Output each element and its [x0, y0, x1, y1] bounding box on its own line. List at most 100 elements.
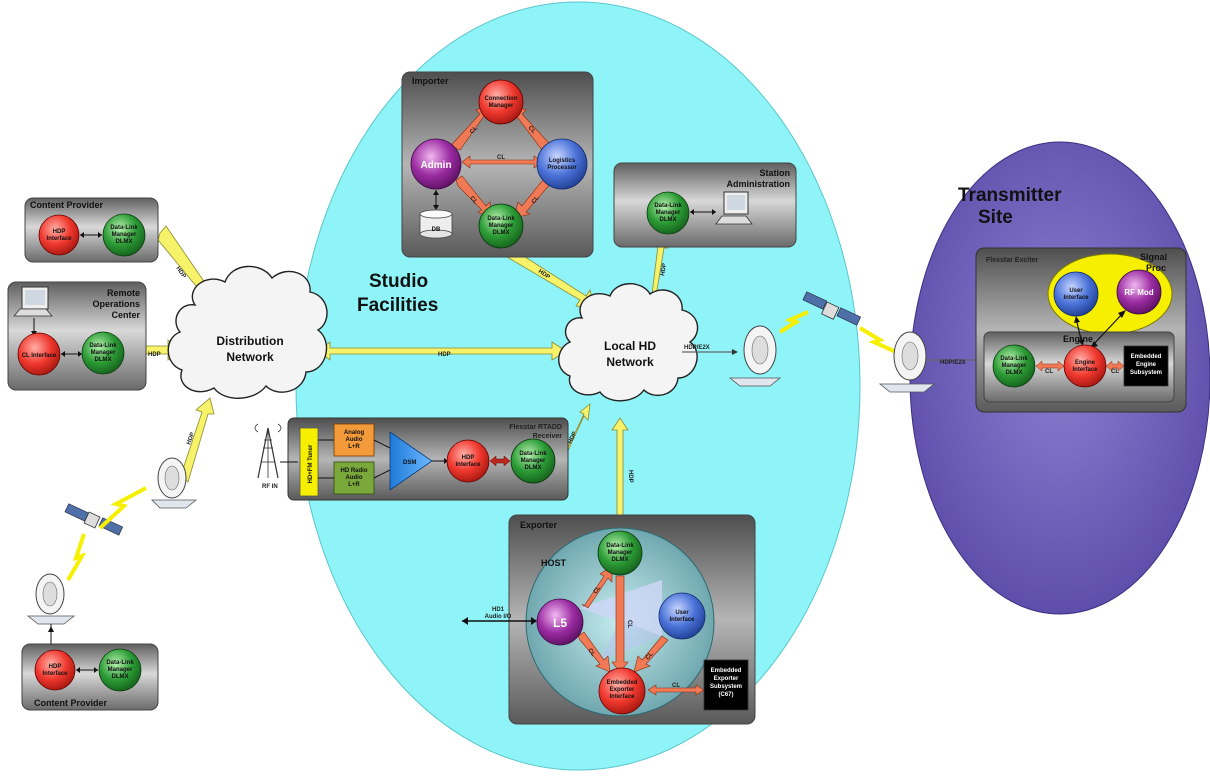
satellite-beam-left-upper: [98, 486, 147, 530]
importer-box: Importer CL CL CL CL CL Connection Manag…: [401, 71, 594, 258]
content-provider-bottom-box: HDP Interface Data-Link Manager DLMX Con…: [21, 643, 159, 711]
svg-text:Manager: Manager: [489, 223, 514, 229]
rtadd-receiver-box: Flexstar RTADD Receiver HD+FM Tuner Anal…: [287, 417, 569, 501]
link-label-hdp-station: HDP: [660, 263, 668, 277]
cp-top-title: Content Provider: [30, 200, 104, 210]
svg-text:Processor: Processor: [547, 165, 577, 171]
exciter-user-interface[interactable]: [1053, 271, 1099, 317]
svg-text:HDP: HDP: [49, 664, 62, 670]
transmitter-label-line2: Site: [978, 207, 1013, 228]
svg-text:Embedded: Embedded: [607, 680, 638, 686]
studio-label-line2: Facilities: [357, 295, 438, 316]
computer-icon: [13, 286, 53, 317]
link-label-hdp-rtadd: HDP: [567, 431, 578, 445]
engine-interface[interactable]: [1063, 344, 1107, 388]
svg-text:CL: CL: [531, 195, 541, 205]
importer-admin[interactable]: [410, 138, 462, 190]
local-hd-network-cloud[interactable]: Local HD Network: [558, 283, 699, 402]
svg-text:CL: CL: [468, 195, 478, 205]
svg-text:DLMX: DLMX: [1006, 370, 1023, 376]
svg-text:User: User: [1069, 288, 1083, 294]
importer-connection-manager[interactable]: [478, 79, 524, 125]
svg-text:User: User: [675, 610, 689, 616]
station-dlmx[interactable]: [646, 191, 690, 235]
svg-text:Logistics: Logistics: [549, 158, 576, 164]
hdp-e2x-label-uplink: HDP/E2X: [684, 345, 710, 351]
importer-cl-logistics-dlmx[interactable]: [513, 175, 553, 219]
rf-tower-icon: [254, 423, 282, 479]
satellite-beam-left-lower: [66, 533, 87, 582]
svg-text:Manager: Manager: [91, 350, 116, 356]
svg-text:Exporter: Exporter: [714, 676, 739, 682]
svg-text:CL: CL: [672, 683, 680, 689]
svg-text:Admin: Admin: [420, 160, 451, 171]
svg-text:HD+FM Tuner: HD+FM Tuner: [308, 444, 314, 483]
svg-text:DSM: DSM: [403, 460, 416, 466]
exporter-embedded-interface[interactable]: [598, 667, 646, 715]
exporter-user-interface[interactable]: [658, 592, 706, 640]
studio-label-line1: Studio: [369, 271, 428, 292]
database-icon: DB: [419, 209, 453, 239]
svg-text:Engine: Engine: [1063, 334, 1093, 344]
cp-top-dlmx[interactable]: [102, 213, 146, 257]
svg-text:HD Radio: HD Radio: [341, 468, 368, 474]
svg-text:CL: CL: [593, 585, 603, 595]
svg-text:CL: CL: [1045, 369, 1053, 375]
cp-top-hdp-interface[interactable]: [38, 214, 80, 256]
svg-text:Exporter: Exporter: [610, 687, 635, 693]
importer-dlmx[interactable]: [478, 203, 524, 249]
svg-text:DLMX: DLMX: [612, 557, 629, 563]
svg-text:DLMX: DLMX: [525, 465, 542, 471]
satellite-icon: [64, 503, 124, 536]
satellite-dish-icon: [26, 573, 76, 625]
remote-dlmx[interactable]: [81, 331, 125, 375]
exporter-cl-ui-eei[interactable]: [633, 635, 669, 673]
svg-text:Flexstar RTADD: Flexstar RTADD: [509, 424, 562, 431]
svg-text:L5: L5: [553, 616, 567, 630]
svg-text:Interface: Interface: [609, 694, 635, 700]
flexstar-exciter-box: Flexstar Exciter Signal Proc User Interf…: [975, 247, 1187, 413]
exciter-rf-mod[interactable]: [1116, 269, 1162, 315]
svg-text:Manager: Manager: [521, 458, 546, 464]
importer-title: Importer: [412, 76, 449, 86]
svg-text:CL: CL: [1111, 369, 1119, 375]
satellite-dish-icon: [878, 331, 936, 393]
link-label-hdp-sat: HDP: [186, 432, 196, 446]
exciter-dlmx[interactable]: [992, 344, 1036, 388]
cp-bottom-dlmx[interactable]: [98, 648, 142, 692]
satellite-dish-icon: [151, 457, 198, 509]
dsm-block[interactable]: [389, 431, 433, 491]
svg-text:CL: CL: [497, 155, 505, 161]
transmitter-label-line1: Transmitter: [958, 185, 1062, 206]
svg-text:HD1: HD1: [492, 607, 505, 613]
svg-text:Manager: Manager: [489, 103, 514, 109]
svg-text:(C67): (C67): [718, 692, 733, 698]
embedded-engine-subsystem[interactable]: [1123, 345, 1169, 387]
importer-logistics-processor[interactable]: [536, 138, 588, 190]
embedded-exporter-subsystem[interactable]: [703, 659, 749, 711]
link-label-hdp-exporter: HDP: [627, 470, 633, 483]
rtadd-dlmx[interactable]: [510, 438, 556, 484]
rf-in-label: RF IN: [262, 484, 278, 490]
svg-text:Flexstar Exciter: Flexstar Exciter: [986, 257, 1038, 264]
rtadd-hdp-interface[interactable]: [446, 439, 490, 483]
exporter-dlmx[interactable]: [597, 530, 643, 576]
svg-text:HDP: HDP: [462, 455, 475, 461]
svg-text:Center: Center: [111, 310, 140, 320]
hd-radio-audio-block[interactable]: [333, 461, 375, 495]
link-satellite-distribution[interactable]: [179, 397, 215, 483]
hd-fm-tuner[interactable]: [299, 427, 319, 497]
remote-cl-interface[interactable]: [17, 332, 61, 376]
svg-text:Proc: Proc: [1146, 263, 1166, 273]
remote-operations-box: Remote Operations Center CL Interface Da…: [7, 281, 147, 391]
cp-bottom-hdp-interface[interactable]: [34, 649, 76, 691]
svg-text:CL: CL: [645, 651, 655, 661]
distribution-network-cloud[interactable]: Distribution Network: [167, 265, 328, 399]
svg-text:Network: Network: [606, 355, 654, 369]
svg-text:CL Interface: CL Interface: [22, 353, 57, 359]
exporter-cl-dlmx-eei[interactable]: [611, 575, 629, 673]
exporter-l5[interactable]: [536, 598, 584, 646]
svg-text:CL: CL: [469, 125, 479, 135]
svg-text:Subsystem: Subsystem: [1130, 370, 1162, 376]
